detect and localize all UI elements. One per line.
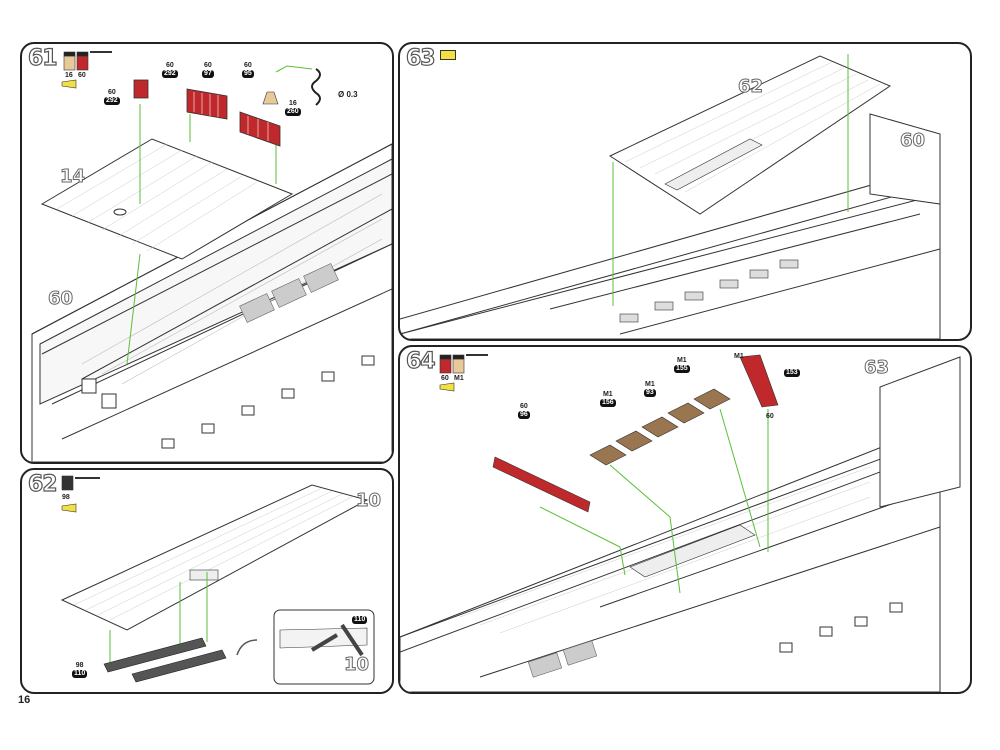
step-63-panel: 63 62 60 (398, 42, 972, 341)
step-number: 63 (405, 45, 436, 71)
paint-code: 60 (441, 375, 449, 382)
rope-diameter-label: Ø 0.3 (338, 90, 358, 99)
part-number-label: 60 (899, 130, 926, 152)
page-number: 16 (18, 694, 31, 706)
paint-code: M1 (454, 375, 464, 382)
part-number-label: 14 (59, 166, 86, 188)
paint-code: 98 (62, 494, 70, 501)
part-number-label: 63 (863, 357, 890, 379)
step-62-illustration (60, 475, 375, 685)
part-number-label: 10 (355, 490, 382, 512)
part-callout: 60 (766, 413, 774, 420)
step-number: 62 (27, 471, 58, 497)
part-number-label: 62 (737, 76, 764, 98)
part-callout: M1 (734, 353, 744, 360)
step-number: 61 (27, 45, 58, 71)
part-number-label: 10 (343, 654, 370, 676)
paint-code: 16 (65, 72, 73, 79)
paint-code: 60 (78, 72, 86, 79)
step-63-illustration (400, 54, 941, 339)
part-number-label: 60 (47, 288, 74, 310)
step-number: 64 (405, 348, 436, 374)
part-callout: 153 (784, 369, 800, 377)
part-callout: 110 (352, 616, 368, 624)
glue-icon (440, 50, 456, 60)
step-61-illustration (31, 51, 392, 462)
step-64-illustration (400, 354, 961, 692)
